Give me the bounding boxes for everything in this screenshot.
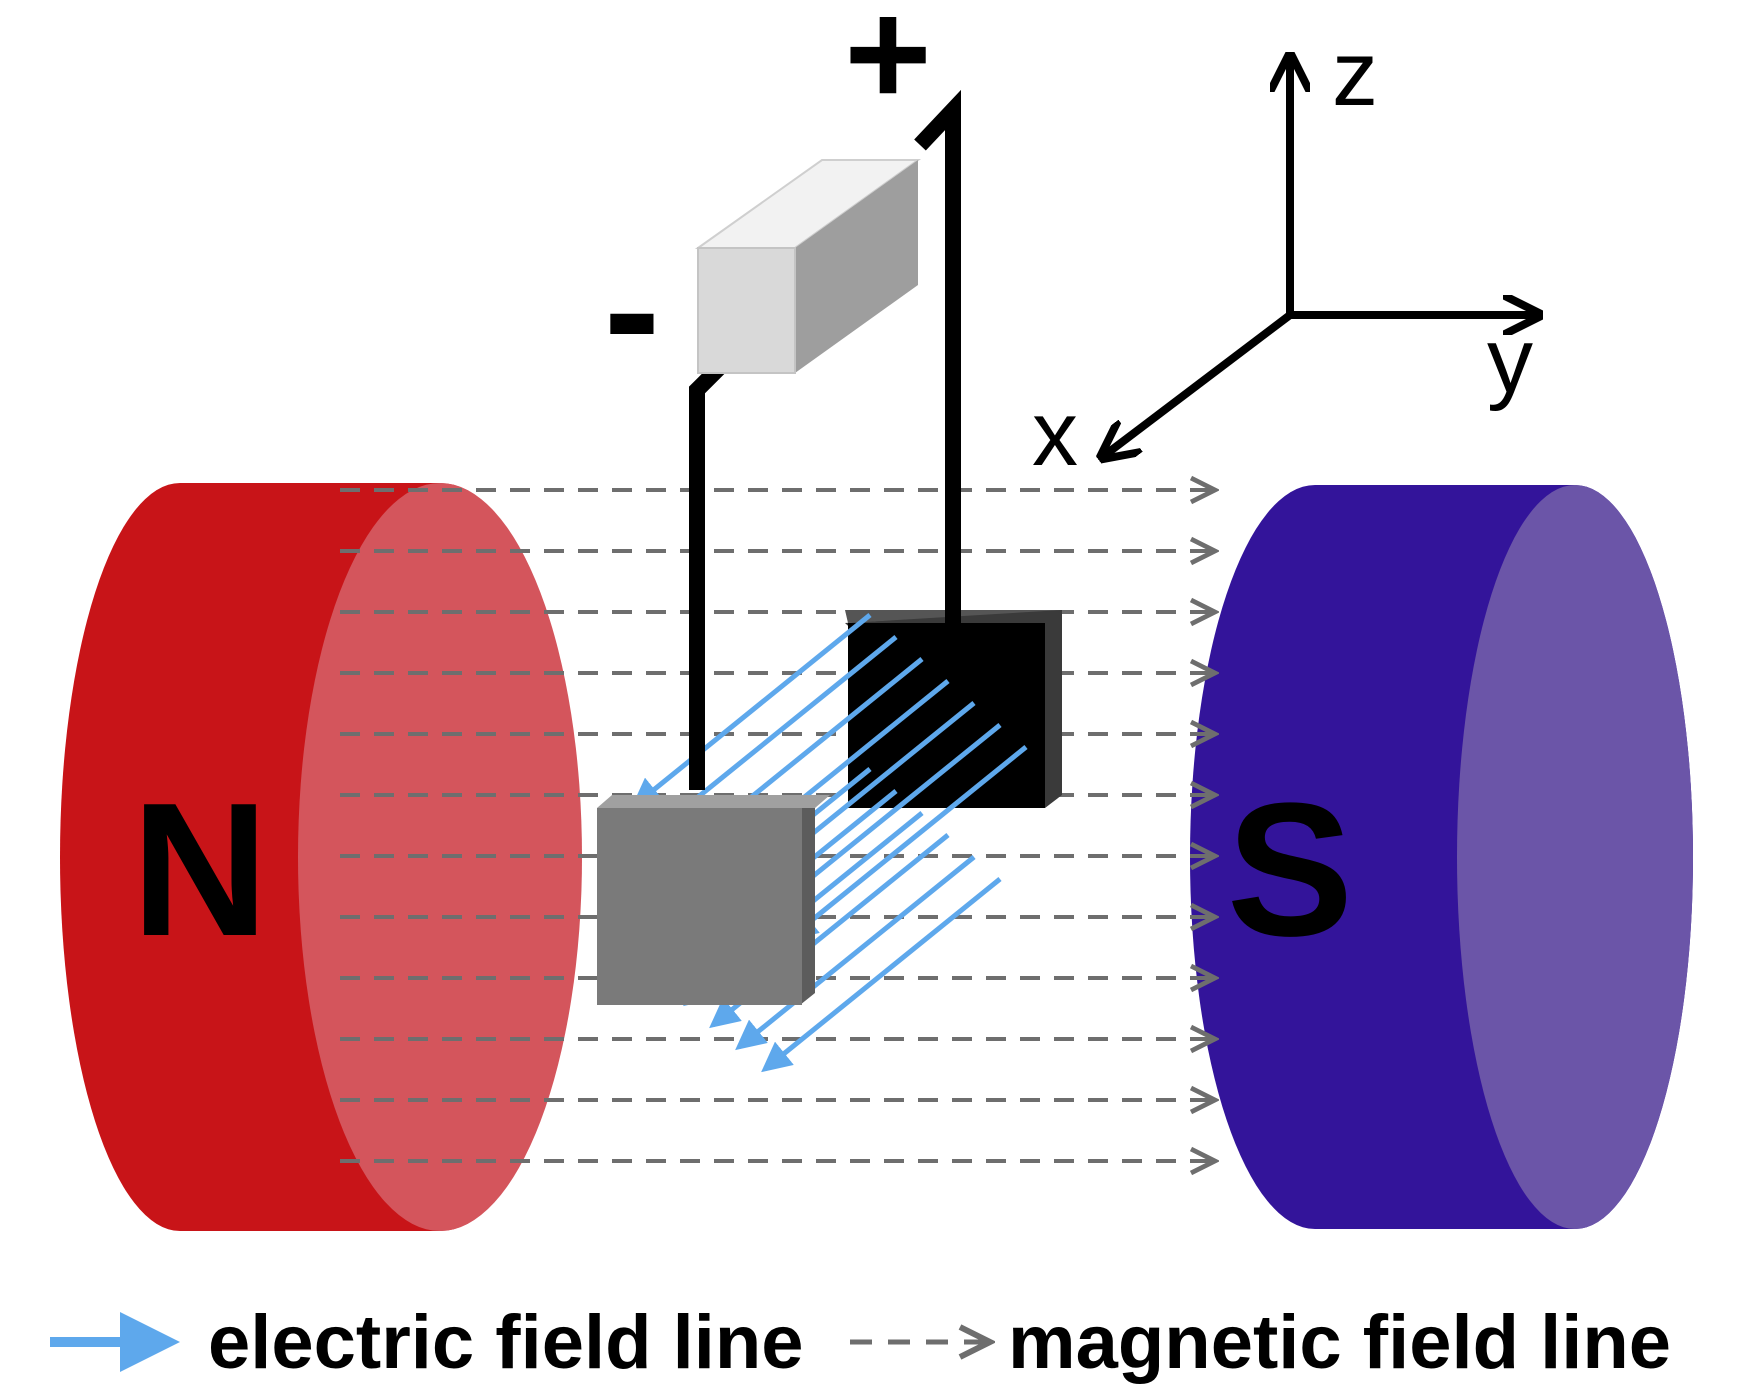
magnetic-field-lines <box>340 490 1215 1161</box>
electric-field-line <box>735 855 976 1051</box>
back-electrode <box>845 610 1062 808</box>
north-magnet: N <box>60 483 582 1231</box>
legend-magnetic-label: magnetic field line <box>1008 1300 1671 1384</box>
minus-sign: - <box>604 215 661 405</box>
back-electrode-plate <box>848 623 1045 808</box>
y-axis-label: y <box>1487 310 1533 412</box>
x-axis-label: x <box>1032 383 1078 485</box>
positive-wire <box>914 89 961 628</box>
negative-wire <box>689 349 738 790</box>
electric-field-line <box>631 613 872 809</box>
plus-sign: + <box>844 0 932 137</box>
front-electrode-plate <box>597 808 802 1005</box>
south-magnet: S <box>1190 485 1693 1229</box>
voltage-source <box>694 159 922 374</box>
south-pole-label: S <box>1227 764 1354 976</box>
north-pole-label: N <box>131 764 268 976</box>
electric-field-line <box>787 745 1028 941</box>
north-magnet-face <box>298 483 582 1231</box>
x-axis <box>1105 311 1293 455</box>
legend: electric field line magnetic field line <box>50 1300 1671 1385</box>
electric-field-line <box>761 877 1002 1073</box>
z-axis-label: z <box>1332 23 1378 125</box>
coordinate-axes <box>1105 60 1535 455</box>
south-magnet-face <box>1457 485 1693 1229</box>
legend-electric-label: electric field line <box>208 1300 804 1384</box>
front-electrode <box>597 795 830 1005</box>
